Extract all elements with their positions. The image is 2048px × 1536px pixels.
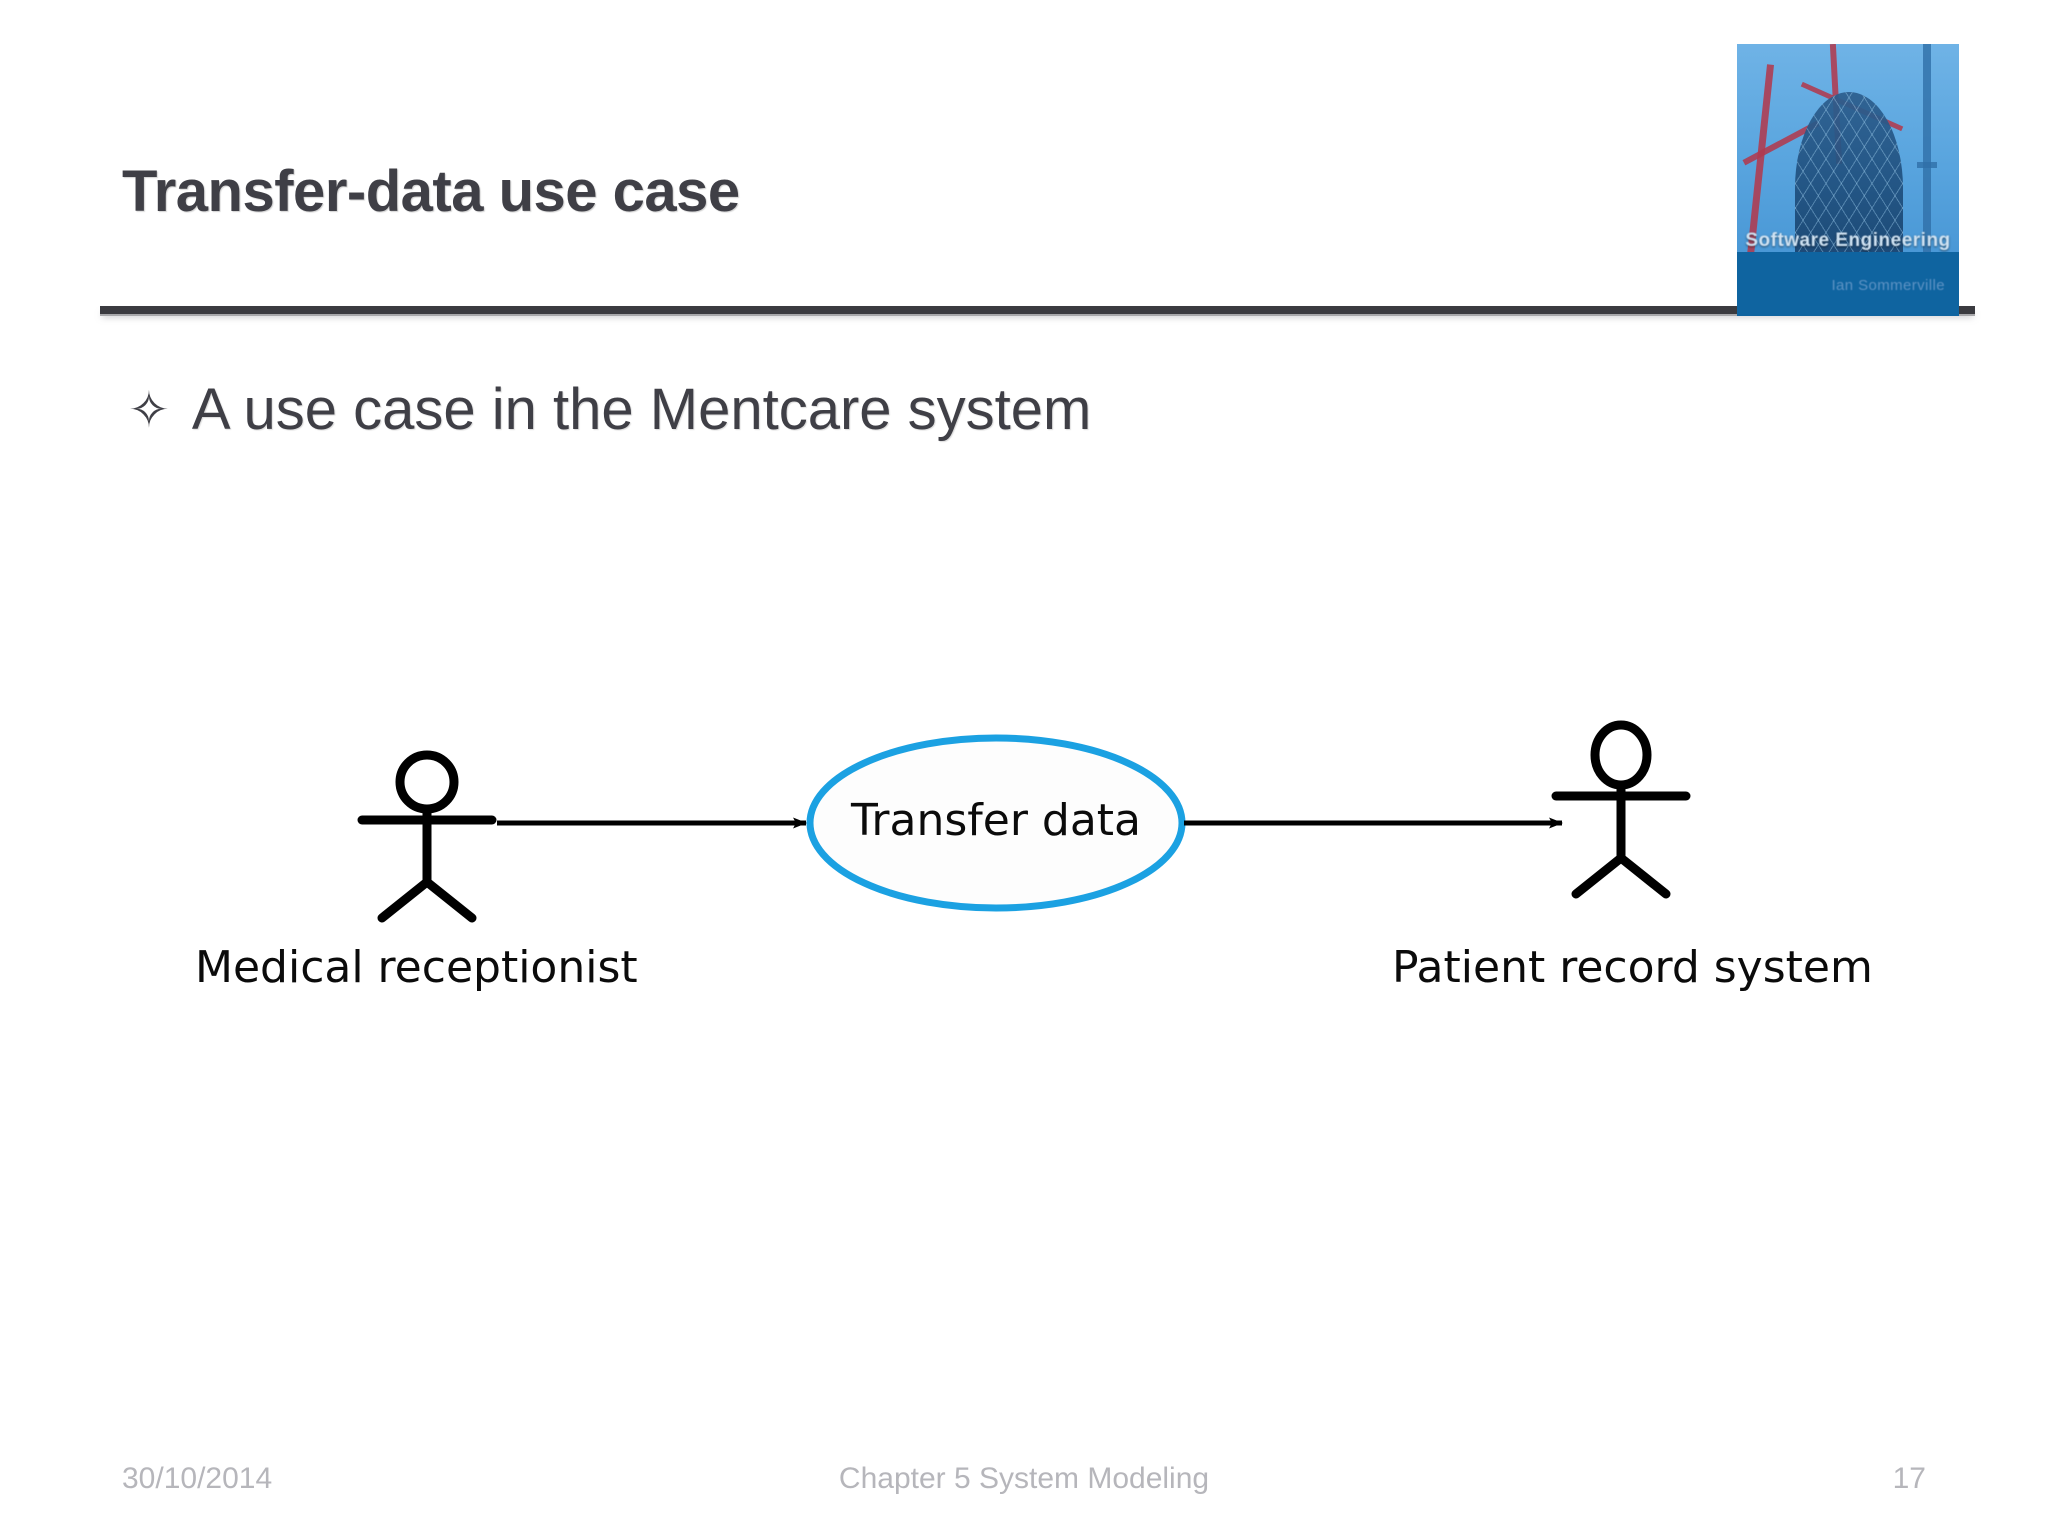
- book-cover-image: Software Engineering Ian Sommerville: [1737, 44, 1959, 316]
- crane-right-top: [1917, 162, 1937, 168]
- actor-leg-left: [377, 877, 432, 923]
- actor-medical-receptionist: [357, 750, 497, 923]
- bullet-text: A use case in the Mentcare system: [191, 377, 1092, 442]
- title-divider: [100, 306, 1975, 314]
- actor-label-patient-record-system: Patient record system: [1392, 942, 1873, 993]
- diamond-star-bullet-icon: ✧: [128, 381, 170, 438]
- cover-bottom-band: [1737, 252, 1959, 316]
- footer-date: 30/10/2014: [122, 1462, 273, 1495]
- actor-label-medical-receptionist: Medical receptionist: [195, 942, 638, 993]
- use-case-ellipse: [806, 734, 1186, 912]
- actor-patient-record-system: [1551, 720, 1691, 899]
- actor-head-icon: [395, 750, 459, 814]
- use-case-label: Transfer data: [850, 795, 1142, 846]
- bullet-row: ✧ A use case in the Mentcare system: [128, 376, 1091, 443]
- cover-title-text: Software Engineering: [1745, 230, 1951, 251]
- actor-leg-right: [1616, 853, 1671, 899]
- gherkin-building: [1795, 92, 1903, 282]
- actor-leg-right: [422, 877, 477, 923]
- gherkin-facade-grid: [1795, 92, 1903, 282]
- slide-footer: 30/10/2014 Chapter 5 System Modeling 17: [0, 1462, 2048, 1508]
- footer-chapter: Chapter 5 System Modeling: [838, 1462, 1210, 1495]
- page-title: Transfer-data use case: [122, 159, 740, 224]
- actor-leg-left: [1571, 853, 1626, 899]
- cover-author-text: Ian Sommerville: [1831, 277, 1945, 294]
- crane-right-mast: [1923, 44, 1931, 294]
- actor-head-icon: [1590, 720, 1652, 790]
- footer-page-number: 17: [1892, 1462, 1926, 1495]
- use-case-diagram: [357, 720, 1691, 923]
